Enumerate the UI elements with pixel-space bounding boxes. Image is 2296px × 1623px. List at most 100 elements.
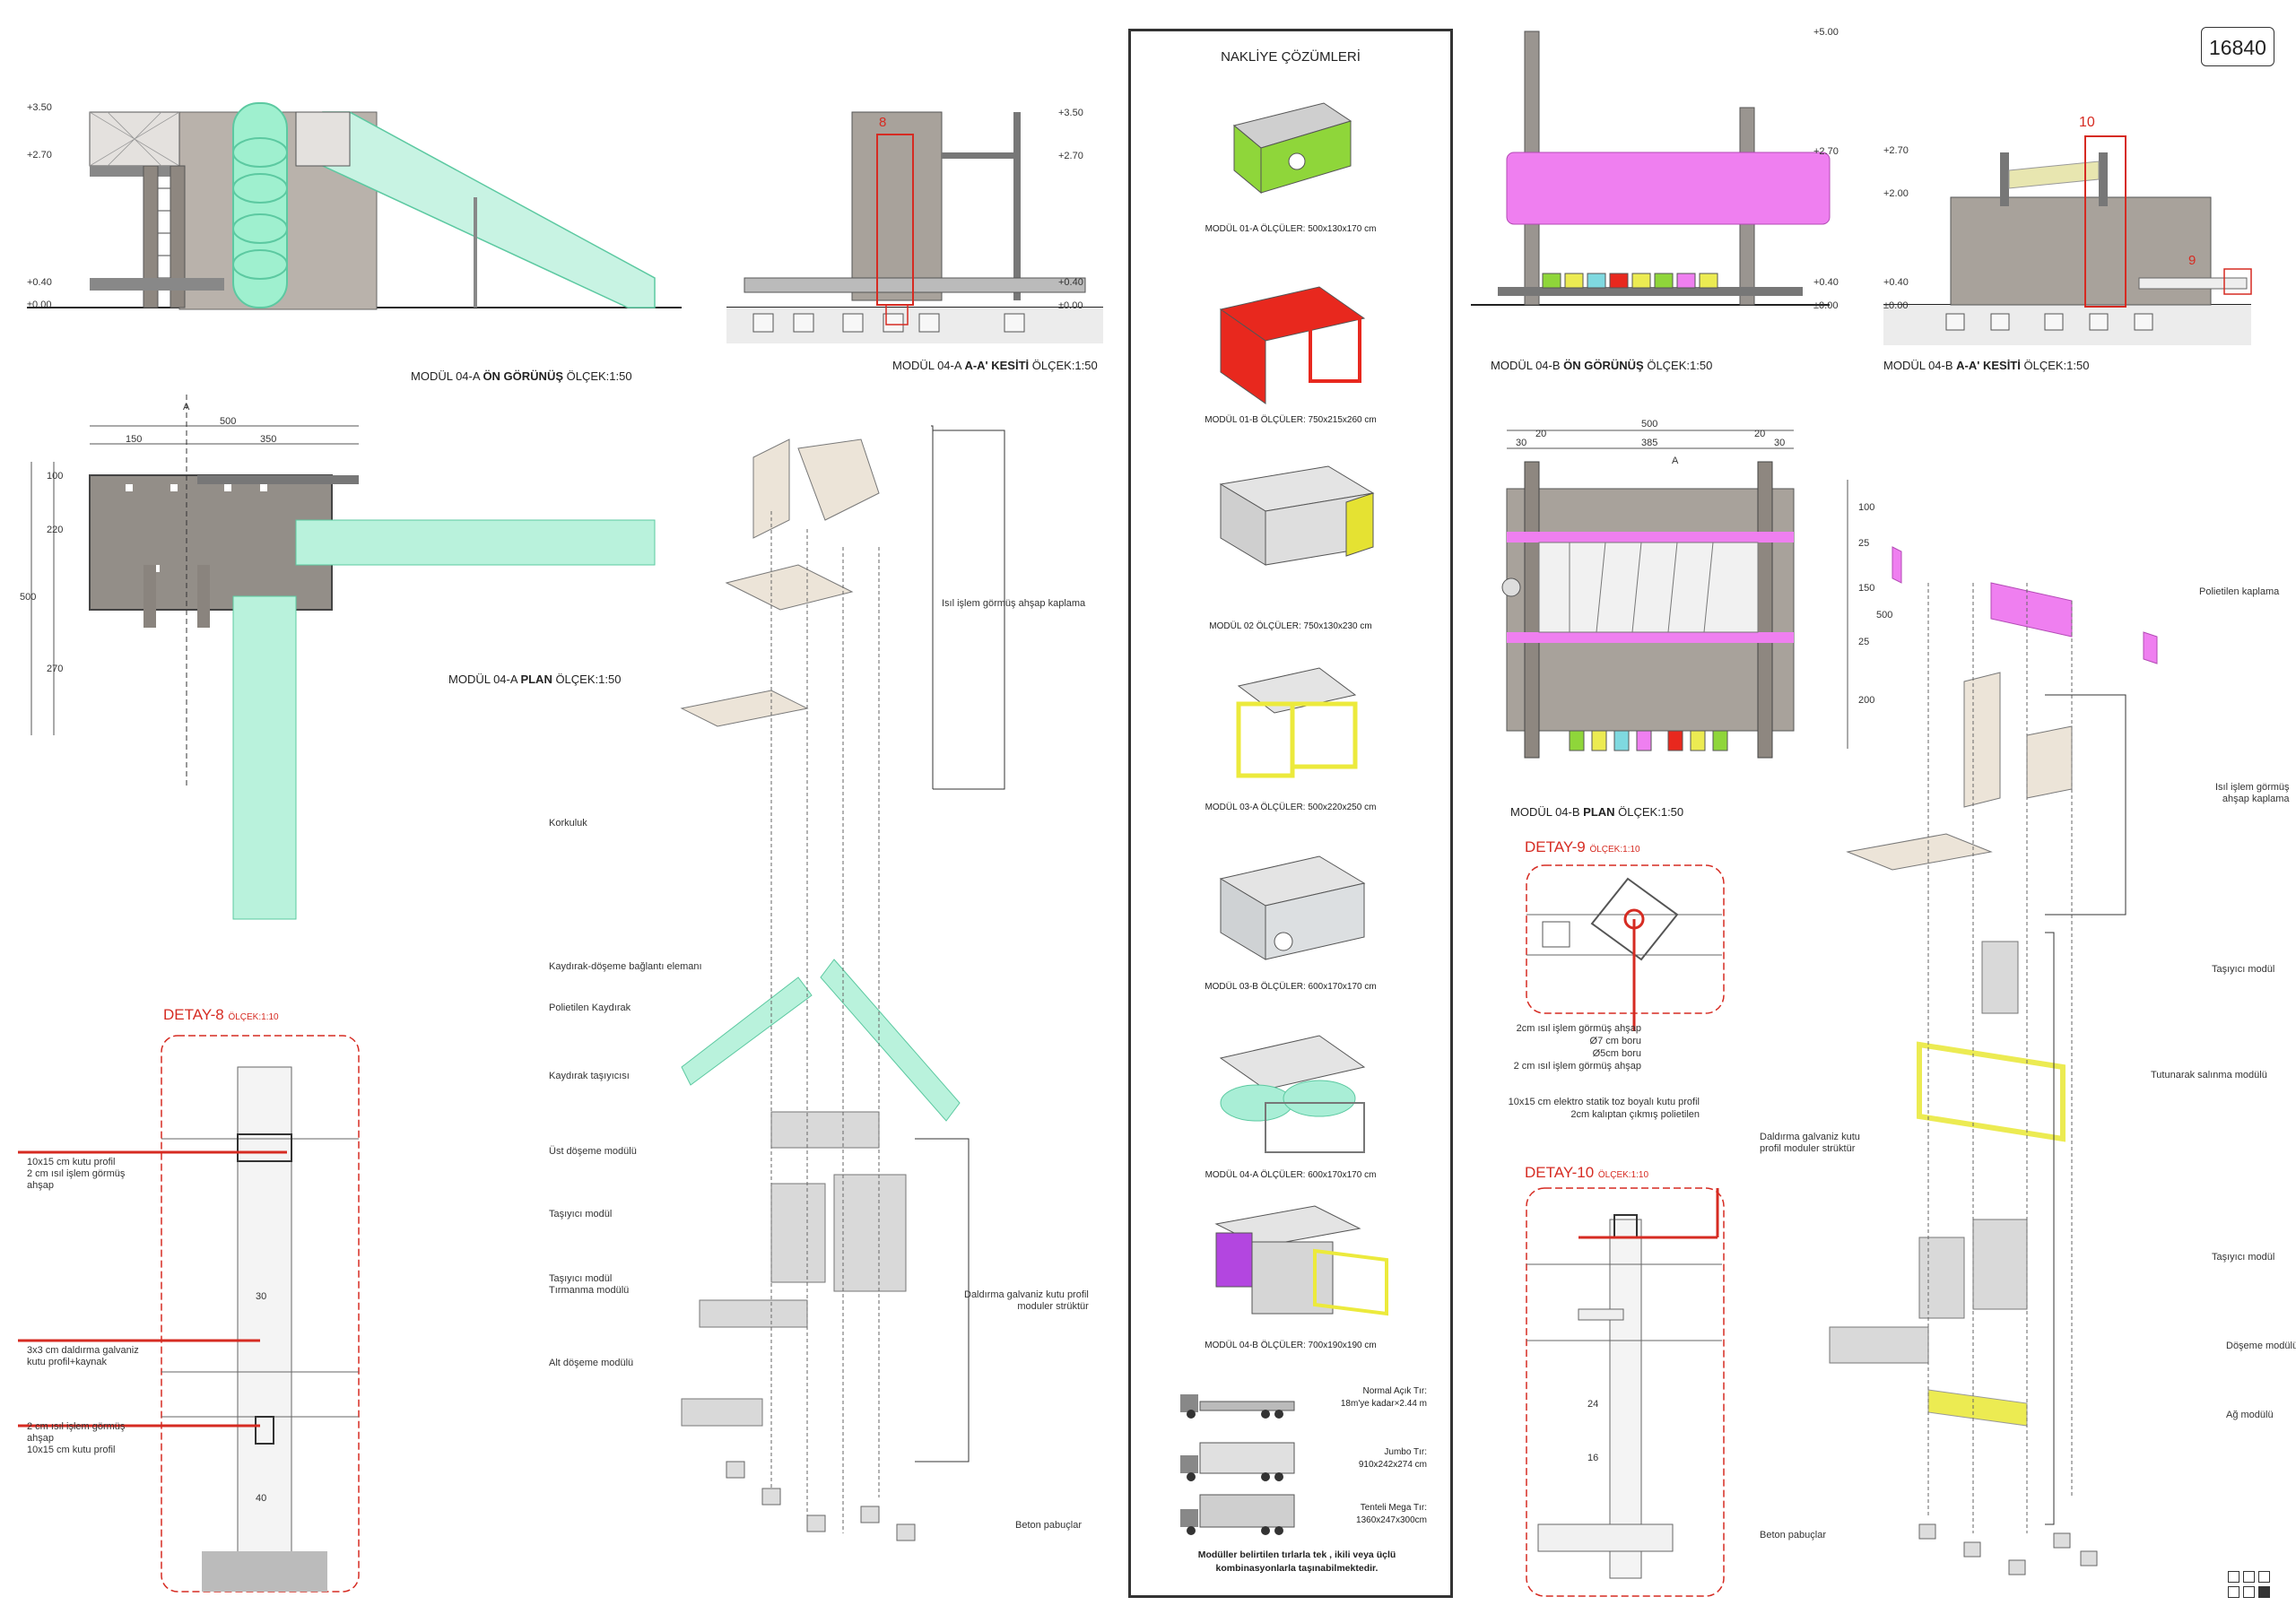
b-plan-dim-total: 500 bbox=[1641, 419, 1658, 430]
module-04a-section bbox=[726, 111, 1103, 343]
b-plan-dim-right-5: 200 bbox=[1858, 695, 1875, 706]
b-plan-dim-3: 385 bbox=[1641, 438, 1658, 448]
transport-module-01b-label: MODÜL 01-B ÖLÇÜLER: 750x215x260 cm bbox=[1205, 415, 1377, 425]
exp-a-label-railing: Korkuluk bbox=[549, 818, 587, 829]
b-front-level-2: +2.70 bbox=[1813, 146, 1839, 157]
caption-04a-plan: MODÜL 04-A PLAN ÖLÇEK:1:50 bbox=[448, 673, 622, 686]
transport-module-01a bbox=[1232, 102, 1352, 195]
sheet-id: 16840 bbox=[2209, 36, 2266, 59]
exp-a-label-wood: Isıl işlem görmüş ahşap kaplama bbox=[942, 598, 1086, 609]
exp-a-label-carrier: Taşıyıcı modül bbox=[549, 1209, 613, 1219]
detail-9-title: DETAY-9 ÖLÇEK:1:10 bbox=[1525, 838, 1640, 855]
a-section-level-1: +3.50 bbox=[1058, 108, 1083, 118]
a-section-level-2: +2.70 bbox=[1058, 151, 1083, 161]
a-plan-dim-left-2: 220 bbox=[47, 525, 64, 535]
detail-8-title: DETAY-8 ÖLÇEK:1:10 bbox=[163, 1006, 279, 1023]
exp-b-label-footings: Beton pabuçlar bbox=[1760, 1530, 1826, 1541]
transport-panel: NAKLİYE ÇÖZÜMLERİ MODÜL 01-A ÖLÇÜLER: 50… bbox=[1128, 29, 1453, 1598]
section-b-marker-right: 9 bbox=[2188, 253, 2196, 268]
exp-b-label-carrier-1: Taşıyıcı modül bbox=[2212, 964, 2275, 975]
transport-module-03a-label: MODÜL 03-A ÖLÇÜLER: 500x220x250 cm bbox=[1205, 803, 1377, 812]
truck-jumbo-icon bbox=[1180, 1442, 1295, 1481]
exp-b-label-floor: Döşeme modülü bbox=[2226, 1341, 2296, 1351]
module-04a-front-elevation bbox=[27, 102, 682, 310]
sheet-id-box: 16840 bbox=[2201, 27, 2274, 66]
detail-8-note-2: 3x3 cm daldırma galvaniz kutu profil+kay… bbox=[27, 1345, 139, 1367]
detail-10-title: DETAY-10 ÖLÇEK:1:10 bbox=[1525, 1164, 1649, 1181]
a-plan-dim-left-4: 270 bbox=[47, 664, 64, 674]
transport-module-02-label: MODÜL 02 ÖLÇÜLER: 750x130x230 cm bbox=[1209, 621, 1372, 631]
b-section-level-4: ±0.00 bbox=[1883, 300, 1909, 311]
detail-9-note-1: 2cm ısıl işlem görmüş ahşap Ø7 cm boru Ø… bbox=[1513, 1023, 1641, 1072]
caption-04b-front: MODÜL 04-B ÖN GÖRÜNÜŞ ÖLÇEK:1:50 bbox=[1491, 359, 1713, 372]
b-plan-dim-right-1: 100 bbox=[1858, 502, 1875, 513]
detail-10-drawing bbox=[1526, 1187, 1725, 1597]
transport-module-04a-label: MODÜL 04-A ÖLÇÜLER: 600x170x170 cm bbox=[1205, 1170, 1377, 1180]
exp-a-label-slide: Polietilen Kaydırak bbox=[549, 1002, 631, 1013]
truck-mega-label: Tenteli Mega Tır: 1360x247x300cm bbox=[1356, 1503, 1427, 1525]
a-plan-marker: A bbox=[183, 402, 190, 412]
detail-8-dim-1: 30 bbox=[256, 1291, 267, 1302]
transport-module-03a bbox=[1236, 667, 1358, 778]
b-section-level-2: +2.00 bbox=[1883, 188, 1909, 199]
a-front-level-4: ±0.00 bbox=[27, 299, 52, 310]
a-front-level-1: +3.50 bbox=[27, 102, 52, 113]
b-front-level-4: ±0.00 bbox=[1813, 300, 1839, 311]
b-plan-dim-right-3: 150 bbox=[1858, 583, 1875, 594]
a-plan-dim-left-3: 500 bbox=[20, 592, 37, 603]
transport-module-04b-label: MODÜL 04-B ÖLÇÜLER: 700x190x190 cm bbox=[1205, 1341, 1377, 1350]
truck-open-icon bbox=[1180, 1394, 1295, 1419]
caption-04a-front: MODÜL 04-A ÖN GÖRÜNÜŞ ÖLÇEK:1:50 bbox=[411, 369, 632, 383]
truck-jumbo-label: Jumbo Tır: 910x242x274 cm bbox=[1358, 1447, 1427, 1470]
transport-module-03b-label: MODÜL 03-B ÖLÇÜLER: 600x170x170 cm bbox=[1205, 982, 1377, 992]
a-front-level-3: +0.40 bbox=[27, 277, 52, 288]
detail-8-drawing bbox=[18, 1035, 360, 1593]
module-04b-plan bbox=[1501, 430, 1848, 759]
detail-10-dim-1: 24 bbox=[1587, 1399, 1599, 1410]
detail-8-note-3: 2 cm ısıl işlem görmüş ahşap 10x15 cm ku… bbox=[27, 1421, 126, 1455]
exp-a-label-lower-floor: Alt döşeme modülü bbox=[549, 1358, 634, 1368]
detail-9-note-2: 10x15 cm elektro statik toz boyalı kutu … bbox=[1508, 1097, 1700, 1120]
module-04a-plan bbox=[30, 395, 656, 920]
b-plan-dim-4: 20 bbox=[1754, 429, 1766, 439]
exp-b-label-polyethylene: Polietilen kaplama bbox=[2199, 586, 2280, 597]
a-plan-dim-left-1: 100 bbox=[47, 471, 64, 482]
caption-04b-section: MODÜL 04-B A-A' KESİTİ ÖLÇEK:1:50 bbox=[1883, 359, 2090, 372]
module-04b-exploded-axonometric bbox=[1829, 546, 2158, 1575]
caption-04a-section: MODÜL 04-A A-A' KESİTİ ÖLÇEK:1:50 bbox=[892, 359, 1098, 372]
a-section-level-3: +0.40 bbox=[1058, 277, 1083, 288]
b-plan-dim-right-6: 500 bbox=[1876, 610, 1893, 621]
transport-module-01b bbox=[1219, 286, 1366, 404]
b-front-level-1: +5.00 bbox=[1813, 27, 1839, 38]
b-plan-dim-2: 20 bbox=[1535, 429, 1547, 439]
exp-a-label-climbing: Taşıyıcı modül Tırmanma modülü bbox=[549, 1273, 630, 1296]
truck-open-label: Normal Açık Tır: 18m'ye kadar×2.44 m bbox=[1340, 1386, 1427, 1409]
a-section-level-4: ±0.00 bbox=[1058, 300, 1083, 311]
a-front-level-2: +2.70 bbox=[27, 150, 52, 161]
exp-a-label-connector: Kaydırak-döşeme bağlantı elemanı bbox=[549, 961, 702, 972]
exp-b-label-swing: Tutunarak salınma modülü bbox=[2151, 1070, 2267, 1081]
b-front-level-3: +0.40 bbox=[1813, 277, 1839, 288]
exp-a-label-upper-floor: Üst döşeme modülü bbox=[549, 1146, 637, 1157]
transport-note: Modüller belirtilen tırlarla tek , ikili… bbox=[1197, 1549, 1396, 1574]
detail-9-drawing bbox=[1526, 864, 1725, 1031]
section-b-marker-top: 10 bbox=[2079, 115, 2095, 130]
exp-a-label-structure: Daldırma galvaniz kutu profil moduler st… bbox=[964, 1289, 1089, 1312]
detail-8-dim-2: 40 bbox=[256, 1493, 267, 1504]
section-a-marker: 8 bbox=[879, 115, 887, 130]
exp-b-label-net: Ağ modülü bbox=[2226, 1410, 2274, 1420]
b-plan-dim-5: 30 bbox=[1774, 438, 1786, 448]
b-plan-marker: A bbox=[1672, 456, 1679, 466]
b-plan-dim-right-4: 25 bbox=[1858, 637, 1870, 647]
transport-module-01a-label: MODÜL 01-A ÖLÇÜLER: 500x130x170 cm bbox=[1205, 224, 1377, 234]
transport-title: NAKLİYE ÇÖZÜMLERİ bbox=[1221, 49, 1361, 65]
detail-8-note-1: 10x15 cm kutu profil 2 cm ısıl işlem gör… bbox=[27, 1157, 126, 1191]
module-04b-section bbox=[1883, 135, 2252, 345]
b-section-level-1: +2.70 bbox=[1883, 145, 1909, 156]
transport-module-04a bbox=[1219, 1035, 1366, 1153]
b-plan-dim-1: 30 bbox=[1516, 438, 1527, 448]
caption-04b-plan: MODÜL 04-B PLAN ÖLÇEK:1:50 bbox=[1510, 805, 1684, 819]
detail-10-dim-2: 16 bbox=[1587, 1453, 1599, 1463]
module-04a-exploded-axonometric bbox=[680, 425, 1005, 1541]
transport-module-03b bbox=[1219, 855, 1366, 960]
